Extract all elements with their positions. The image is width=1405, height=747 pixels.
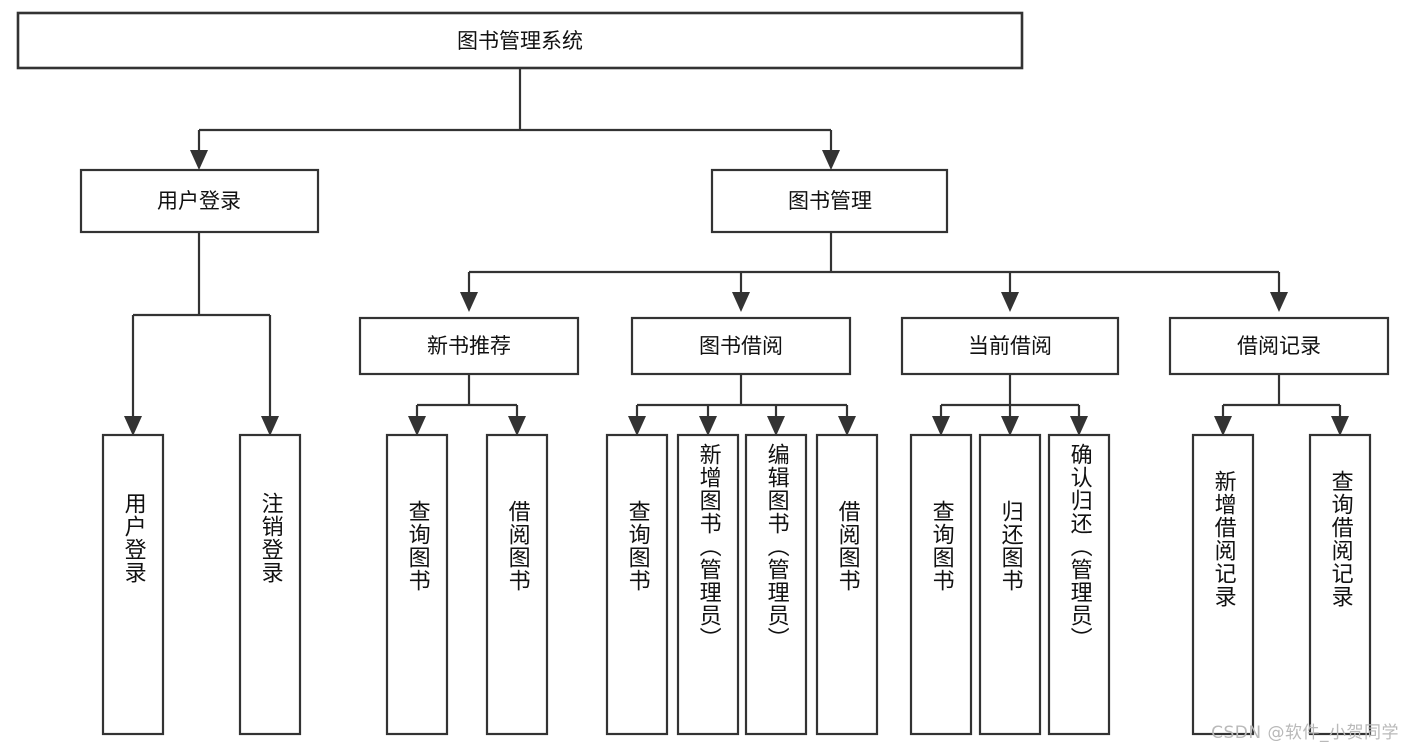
arrow-head-bb-leaf-1 [628,416,646,436]
node-new-book-recommend-label: 新书推荐 [427,334,511,358]
leaf-box-bb-borrow-book[interactable] [815,433,879,736]
leaf-box-logout[interactable] [238,433,302,736]
connector-group-book-mgmt [460,232,1288,312]
arrow-head-current-borrow [1001,292,1019,312]
leaf-box-cb-return-book[interactable] [978,433,1042,736]
arrow-head-nbr-leaf-2 [508,416,526,436]
leaf-boxes-borrow-record [1191,433,1372,736]
node-current-borrow[interactable]: 当前借阅 [900,316,1120,376]
leaf-box-bb-edit-book-admin[interactable] [744,433,808,736]
arrow-head-new-book-rec [460,292,478,312]
leaf-box-br-query-record[interactable] [1308,433,1372,736]
leaf-box-cb-confirm-return-admin[interactable] [1047,433,1111,736]
leaf-boxes-user-login [101,433,302,736]
leaf-boxes-current-borrow [909,433,1111,736]
node-root-box[interactable] [16,11,1024,70]
node-user-login-box[interactable] [79,168,320,234]
connector-group-root [190,68,840,170]
node-book-borrow-label: 图书借阅 [699,334,783,358]
arrow-head-br-leaf-2 [1331,416,1349,436]
arrow-head-bb-leaf-2 [699,416,717,436]
node-current-borrow-box[interactable] [900,316,1120,376]
node-book-management-box[interactable] [710,168,949,234]
arrow-head-cb-leaf-1 [932,416,950,436]
node-borrow-record-box[interactable] [1168,316,1390,376]
node-user-login[interactable]: 用户登录 [79,168,320,234]
arrow-head-book-mgmt [822,150,840,170]
node-root[interactable]: 图书管理系统 [16,11,1024,70]
arrow-head-nbr-leaf-1 [408,416,426,436]
node-new-book-recommend-box[interactable] [358,316,580,376]
node-current-borrow-label: 当前借阅 [968,334,1052,358]
arrow-head-book-borrow [732,292,750,312]
leaf-boxes-new-book-recommend [385,433,549,736]
arrow-head-br-leaf-1 [1214,416,1232,436]
connector-group-borrow-record [1214,374,1349,436]
arrow-head-bb-leaf-3 [767,416,785,436]
connector-group-user-login [124,232,279,436]
node-book-management-label: 图书管理 [788,189,872,213]
leaf-boxes-book-borrow [605,433,879,736]
leaf-box-user-login[interactable] [101,433,165,736]
leaf-box-bb-add-book-admin[interactable] [676,433,740,736]
leaf-box-nbr-query-book[interactable] [385,433,449,736]
arrow-head-leaf-logout [261,416,279,436]
node-user-login-label: 用户登录 [157,189,241,213]
node-book-management[interactable]: 图书管理 [710,168,949,234]
node-new-book-recommend[interactable]: 新书推荐 [358,316,580,376]
arrow-head-leaf-user-login [124,416,142,436]
arrow-head-bb-leaf-4 [838,416,856,436]
node-root-label: 图书管理系统 [457,29,583,53]
connector-group-current-borrow [932,374,1088,436]
arrow-head-cb-leaf-3 [1070,416,1088,436]
watermark-text: CSDN @软件_小贺同学 [1211,723,1399,743]
arrow-head-borrow-record [1270,292,1288,312]
connector-group-new-book-rec [408,374,526,436]
leaf-box-bb-query-book[interactable] [605,433,669,736]
connector-group-book-borrow [628,374,856,436]
leaf-box-br-add-record[interactable] [1191,433,1255,736]
node-borrow-record-label: 借阅记录 [1237,334,1321,358]
node-book-borrow[interactable]: 图书借阅 [630,316,852,376]
arrow-head-cb-leaf-2 [1001,416,1019,436]
leaf-box-cb-query-book[interactable] [909,433,973,736]
leaf-box-nbr-borrow-book[interactable] [485,433,549,736]
arrow-head-user-login [190,150,208,170]
node-borrow-record[interactable]: 借阅记录 [1168,316,1390,376]
node-book-borrow-box[interactable] [630,316,852,376]
